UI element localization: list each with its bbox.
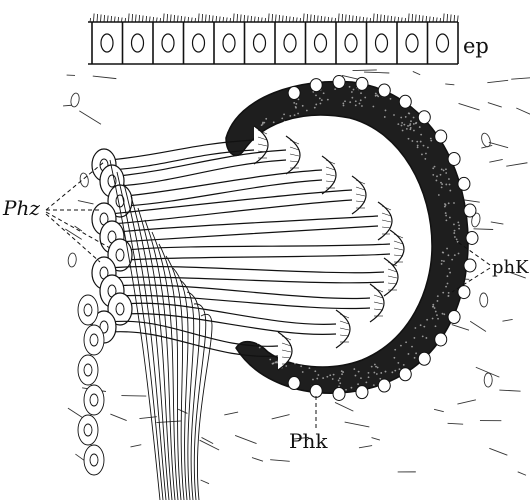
epithelium-layer (88, 14, 458, 65)
tissue-cell (70, 92, 81, 107)
pigment-cell (435, 333, 447, 346)
pigment-cell (288, 86, 300, 99)
receptor-fibre (118, 216, 378, 232)
epithelial-nucleus (315, 34, 327, 52)
nerve-cell-body (78, 415, 98, 445)
epithelial-nucleus (132, 34, 144, 52)
tissue-cell (79, 172, 89, 187)
pigment-cell (466, 232, 478, 245)
pigment-cell (399, 368, 411, 381)
tissue-cell (484, 373, 492, 387)
epithelial-nucleus (101, 34, 113, 52)
nerve-cell-body (84, 325, 104, 355)
pigment-cell (310, 384, 322, 397)
nerve-cell-body (84, 445, 104, 475)
receptor-fibre (126, 244, 390, 250)
epithelial-nucleus (223, 34, 235, 52)
label-receptor-cells: Phz (3, 198, 40, 218)
pigment-cell (288, 377, 300, 390)
label-pigment-cup-bottom: Phk (289, 431, 327, 451)
pigment-cell (435, 130, 447, 143)
pigment-cell (356, 77, 368, 90)
epithelial-nucleus (437, 34, 449, 52)
epithelial-nucleus (162, 34, 174, 52)
receptor-fibre (110, 266, 384, 272)
epithelial-nucleus (193, 34, 205, 52)
epithelial-nucleus (406, 34, 418, 52)
nerve-fibre (194, 304, 206, 500)
pigment-cell (448, 152, 460, 165)
pigment-cell (464, 204, 476, 217)
pigment-cell (378, 84, 390, 97)
pigment-cell (464, 259, 476, 272)
receptor-fibre (118, 295, 370, 308)
receptor-fibre (110, 277, 384, 283)
pigment-cell (310, 79, 322, 92)
tissue-cell (480, 293, 488, 307)
epithelial-nucleus (345, 34, 357, 52)
pigment-cell (418, 111, 430, 124)
pigment-cell (378, 379, 390, 392)
tissue-cell (68, 253, 77, 268)
epithelial-nucleus (284, 34, 296, 52)
nerve-cell-body (84, 385, 104, 415)
pigment-cup (226, 76, 478, 401)
nerve-cell-body (78, 355, 98, 385)
epithelial-nucleus (254, 34, 266, 52)
pigment-cell (448, 311, 460, 324)
pigment-cell (356, 386, 368, 399)
label-pigment-cup-right: phK (492, 259, 529, 277)
pigment-cell (418, 352, 430, 365)
pigment-cell (333, 387, 345, 400)
pigment-cell (333, 76, 345, 89)
nerve-fibre (145, 220, 175, 500)
pigment-cell (458, 177, 470, 190)
receptor-cells (92, 126, 404, 370)
label-epithelium: ep (463, 36, 489, 57)
epithelial-nucleus (376, 34, 388, 52)
pigment-cell (399, 95, 411, 108)
nerve-cell-body (78, 295, 98, 325)
